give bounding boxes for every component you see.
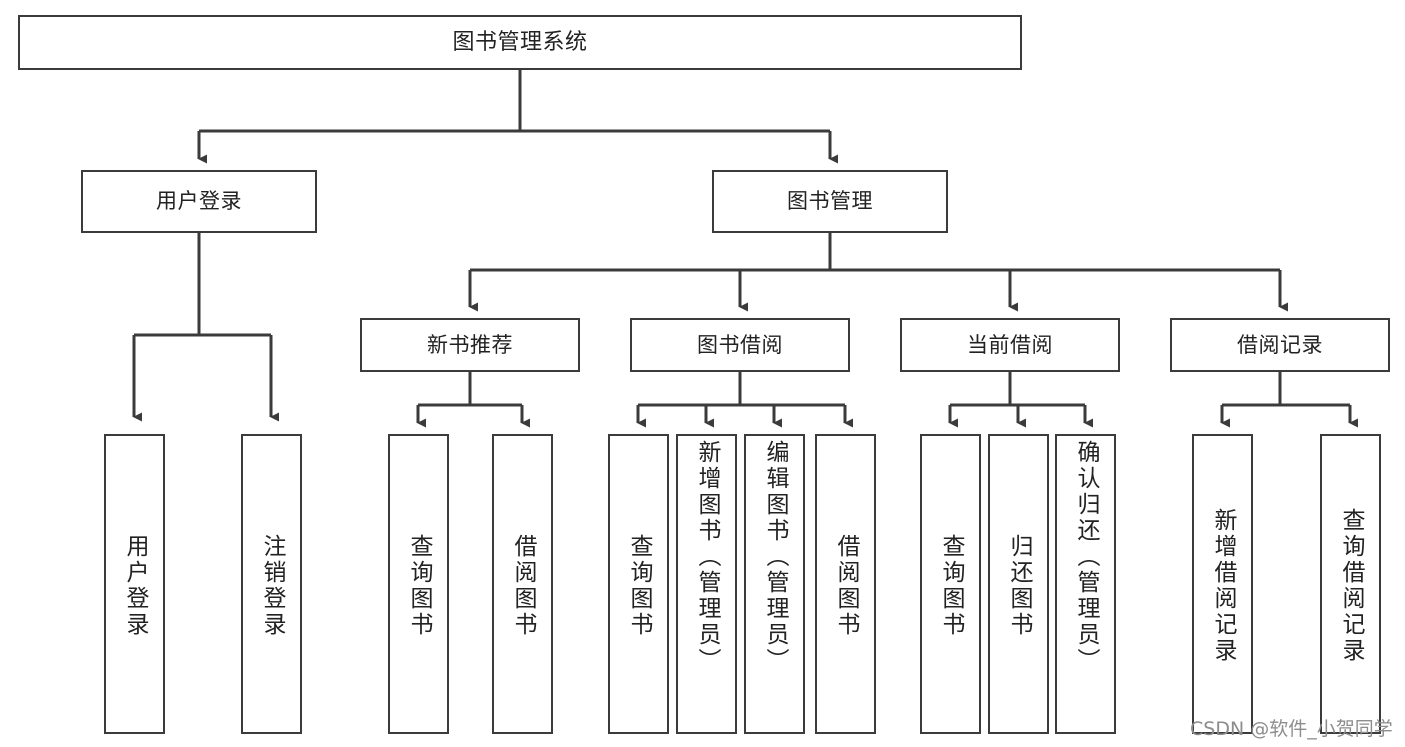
node-label: 用户登录	[156, 189, 242, 214]
node-label: 图书借阅	[697, 332, 783, 357]
node-label: 借阅记录	[1237, 332, 1323, 357]
node-user-login[interactable]: 用户登录	[81, 170, 317, 233]
node-label: 图书管理系统	[452, 29, 588, 55]
leaf-add-book-admin[interactable]: 新增图书（管理员）	[676, 434, 737, 734]
node-label: 编辑图书（管理员）	[762, 440, 788, 674]
leaf-query-book-recommend[interactable]: 查询图书	[388, 434, 449, 734]
node-label: 查询图书	[626, 534, 652, 638]
node-label: 借阅图书	[833, 534, 859, 638]
leaf-confirm-return-admin[interactable]: 确认归还（管理员）	[1055, 434, 1116, 734]
leaf-logout[interactable]: 注销登录	[241, 434, 302, 734]
leaf-query-book-current[interactable]: 查询图书	[920, 434, 981, 734]
node-book-borrow[interactable]: 图书借阅	[630, 318, 850, 372]
node-label: 归还图书	[1006, 534, 1032, 638]
node-label: 确认归还（管理员）	[1073, 440, 1099, 674]
leaf-borrow-book-recommend[interactable]: 借阅图书	[492, 434, 553, 734]
node-label: 用户登录	[122, 534, 148, 638]
node-label: 新书推荐	[427, 332, 513, 357]
leaf-query-book-borrow[interactable]: 查询图书	[608, 434, 669, 734]
node-label: 借阅图书	[510, 534, 536, 638]
watermark-text: CSDN @软件_小贺同学	[1190, 718, 1393, 740]
node-new-book-recommend[interactable]: 新书推荐	[360, 318, 580, 372]
leaf-add-borrow-record[interactable]: 新增借阅记录	[1192, 434, 1253, 734]
node-label: 当前借阅	[967, 332, 1053, 357]
leaf-user-login[interactable]: 用户登录	[104, 434, 165, 734]
node-label: 新增借阅记录	[1210, 508, 1236, 664]
node-label: 图书管理	[787, 189, 873, 214]
node-label: 查询图书	[406, 534, 432, 638]
leaf-edit-book-admin[interactable]: 编辑图书（管理员）	[744, 434, 805, 734]
node-label: 查询图书	[938, 534, 964, 638]
leaf-query-borrow-record[interactable]: 查询借阅记录	[1320, 434, 1381, 734]
leaf-return-book[interactable]: 归还图书	[988, 434, 1049, 734]
node-label: 查询借阅记录	[1338, 508, 1364, 664]
node-root-system[interactable]: 图书管理系统	[18, 15, 1022, 70]
node-book-management[interactable]: 图书管理	[712, 170, 948, 233]
node-current-borrow[interactable]: 当前借阅	[900, 318, 1120, 372]
node-label: 新增图书（管理员）	[694, 440, 720, 674]
leaf-borrow-book[interactable]: 借阅图书	[815, 434, 876, 734]
node-borrow-record[interactable]: 借阅记录	[1170, 318, 1390, 372]
node-label: 注销登录	[259, 534, 285, 638]
